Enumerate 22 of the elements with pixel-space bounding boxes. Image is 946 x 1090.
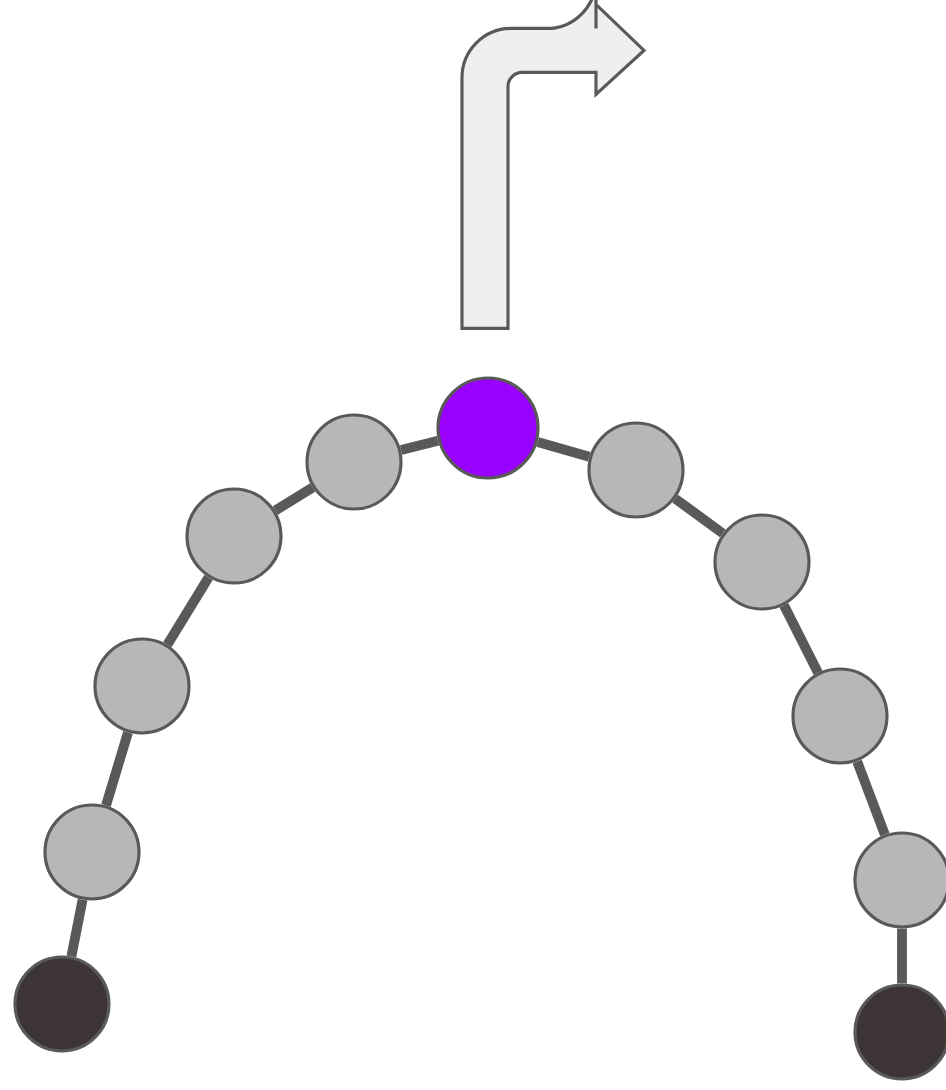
chain-line [66, 898, 88, 958]
bead-circle [853, 831, 946, 929]
bead-circle [587, 421, 685, 519]
chain-line [852, 759, 890, 837]
bead-circle [436, 376, 540, 480]
chain-line [163, 574, 213, 648]
chain-line [897, 928, 907, 984]
bead-circle [791, 667, 889, 765]
chain-line [779, 603, 823, 675]
bead-circle [713, 513, 811, 611]
chain-line [272, 483, 316, 515]
bead-circle [853, 983, 946, 1081]
chain-line [101, 731, 133, 807]
chain-line [672, 494, 726, 538]
bead-circle [93, 637, 191, 735]
bead-circle [13, 955, 111, 1053]
bead-circle [305, 413, 403, 511]
chain-line [399, 435, 440, 455]
chain-line [536, 437, 591, 462]
bent-arrow [460, 0, 646, 330]
bead-circle [185, 487, 283, 585]
bead-circle [43, 803, 141, 901]
